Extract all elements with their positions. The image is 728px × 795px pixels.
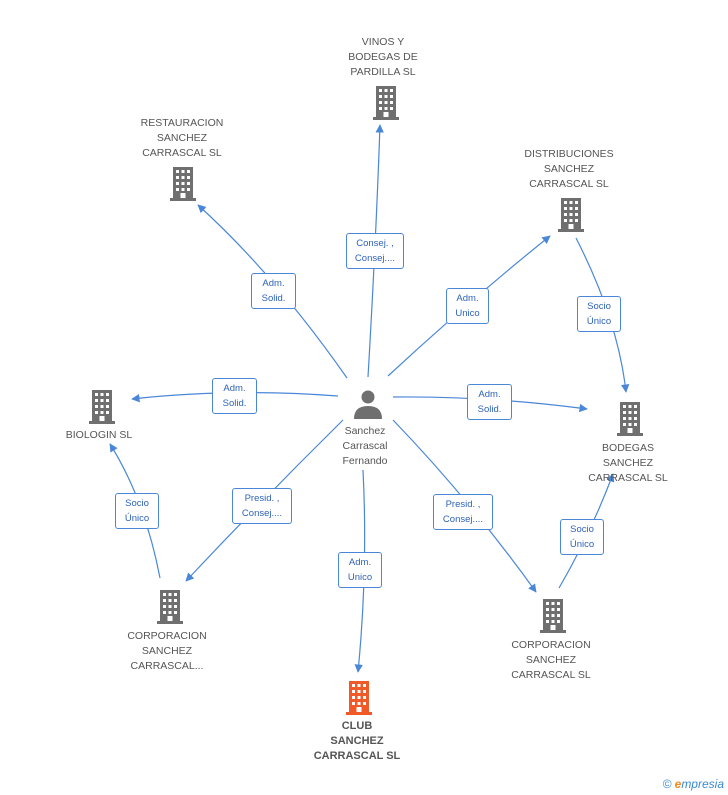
company-label-club[interactable]: CLUB SANCHEZ CARRASCAL SL [313, 720, 401, 762]
relation-label-bodegas[interactable]: Adm. Solid. [467, 384, 512, 420]
company-label-distribuciones[interactable]: DISTRIBUCIONES SANCHEZ CARRASCAL SL [524, 148, 614, 190]
company-label-vinos[interactable]: VINOS Y BODEGAS DE PARDILLA SL [348, 36, 418, 78]
relation-label-corporacion-right-bodegas[interactable]: Socio Único [560, 519, 604, 555]
relation-label-distribuciones-bodegas[interactable]: Socio Único [577, 296, 621, 332]
company-label-corporacion-left[interactable]: CORPORACION SANCHEZ CARRASCAL... [127, 630, 207, 672]
building-icon-corporacion-right[interactable] [540, 599, 566, 633]
building-icon-vinos[interactable] [373, 86, 399, 120]
relation-label-distribuciones[interactable]: Adm. Unico [446, 288, 489, 324]
empresia-brand[interactable]: ©empresia [663, 777, 724, 791]
company-label-corporacion-right[interactable]: CORPORACION SANCHEZ CARRASCAL SL [511, 639, 591, 681]
company-label-biologin[interactable]: BIOLOGIN SL [65, 429, 133, 441]
company-label-bodegas[interactable]: BODEGAS SANCHEZ CARRASCAL SL [588, 442, 668, 484]
relation-label-corporacion-left[interactable]: Presid. , Consej.... [232, 488, 292, 524]
building-icon-distribuciones[interactable] [558, 198, 584, 232]
building-icon-restauracion[interactable] [170, 167, 196, 201]
relation-label-club[interactable]: Adm. Unico [338, 552, 382, 588]
brand-name: mpresia [681, 777, 724, 791]
relation-label-biologin[interactable]: Adm. Solid. [212, 378, 257, 414]
relation-label-restauracion[interactable]: Adm. Solid. [251, 273, 296, 309]
relation-label-vinos[interactable]: Consej. , Consej.... [346, 233, 404, 269]
brand-initial: e [674, 777, 682, 791]
building-icon-corporacion-left[interactable] [157, 590, 183, 624]
center-person-label[interactable]: Sanchez Carrascal Fernando [342, 425, 388, 467]
company-label-restauracion[interactable]: RESTAURACION SANCHEZ CARRASCAL SL [140, 117, 224, 159]
person-icon[interactable] [354, 390, 382, 420]
relation-label-corporacion-right[interactable]: Presid. , Consej.... [433, 494, 493, 530]
building-icon-bodegas[interactable] [617, 402, 643, 436]
copyright-symbol: © [662, 777, 672, 791]
building-icon-club[interactable] [346, 681, 372, 715]
relation-label-corporacion-left-biologin[interactable]: Socio Único [115, 493, 159, 529]
building-icon-biologin[interactable] [89, 390, 115, 424]
